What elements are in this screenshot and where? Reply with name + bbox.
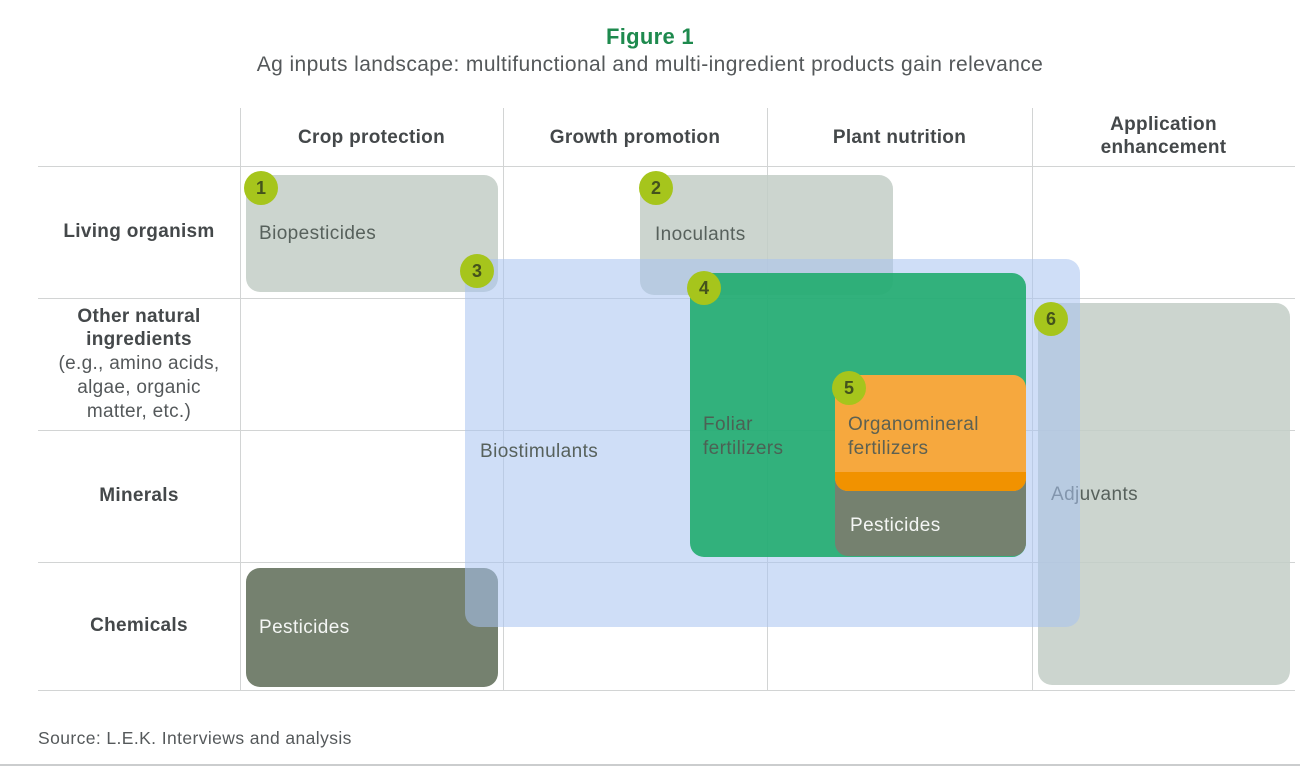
row-label-minerals: Minerals [38, 430, 240, 562]
row-label-other-natural-ingredients: Other natural ingredients (e.g., amino a… [38, 298, 240, 430]
pesticides-chemicals-box: Pesticides [246, 568, 498, 687]
row-sublabel-text: (e.g., amino acids, algae, organic matte… [58, 353, 220, 422]
badge-number: 3 [471, 260, 482, 281]
inoculants-label: Inoculants [655, 224, 746, 245]
biostimulants-label: Biostimulants [480, 441, 599, 462]
column-header-plant-nutrition: Plant nutrition [767, 112, 1032, 164]
organomineral-fertilizers-label: Organomineral fertilizers [848, 414, 979, 459]
badge-number: 2 [650, 177, 661, 198]
biopesticides-label: Biopesticides [259, 223, 377, 244]
badge-3: 3 [460, 254, 494, 288]
pesticides-chemicals-label: Pesticides [259, 617, 350, 638]
row-label-text: Living organism [63, 221, 215, 243]
grid-line-h1 [38, 166, 1295, 167]
badge-number: 6 [1045, 308, 1056, 329]
badge-5: 5 [832, 371, 866, 405]
column-header-growth-promotion: Growth promotion [503, 112, 767, 164]
badge-2: 2 [639, 171, 673, 205]
row-label-text: Minerals [99, 485, 179, 507]
figure-label: Figure 1 [606, 24, 694, 49]
column-header-label: Plant nutrition [832, 126, 967, 148]
biopesticides-box: Biopesticides [246, 175, 498, 292]
organomineral-fertilizers-box: Organomineral fertilizers [835, 375, 1026, 491]
column-header-label: Growth promotion [549, 126, 721, 148]
column-header-crop-protection: Crop protection [240, 112, 503, 164]
bottom-divider [0, 764, 1300, 766]
foliar-fertilizers-label: Foliar fertilizers [703, 414, 784, 459]
grid-line-v1 [240, 108, 241, 690]
row-label-text: Chemicals [90, 615, 188, 637]
badge-number: 4 [698, 277, 709, 298]
badge-4: 4 [687, 271, 721, 305]
pesticides-minerals-label: Pesticides [850, 515, 941, 537]
row-label-living-organism: Living organism [38, 166, 240, 298]
badge-number: 5 [843, 377, 854, 398]
row-label-chemicals: Chemicals [38, 562, 240, 690]
figure-title: Ag inputs landscape: multifunctional and… [256, 53, 1044, 76]
adjuvants-box: Adjuvants [1038, 303, 1290, 685]
badge-6: 6 [1034, 302, 1068, 336]
source-note: Source: L.E.K. Interviews and analysis [38, 728, 352, 748]
badge-number: 1 [255, 177, 266, 198]
grid-line-h5 [38, 690, 1295, 691]
column-header-application-enhancement: Application enhancement [1032, 108, 1295, 166]
column-header-label: Application enhancement [1100, 114, 1227, 158]
badge-1: 1 [244, 171, 278, 205]
organomineral-bottom-band [835, 472, 1026, 491]
row-label-text: Other natural ingredients [77, 305, 201, 351]
column-header-label: Crop protection [298, 126, 445, 148]
